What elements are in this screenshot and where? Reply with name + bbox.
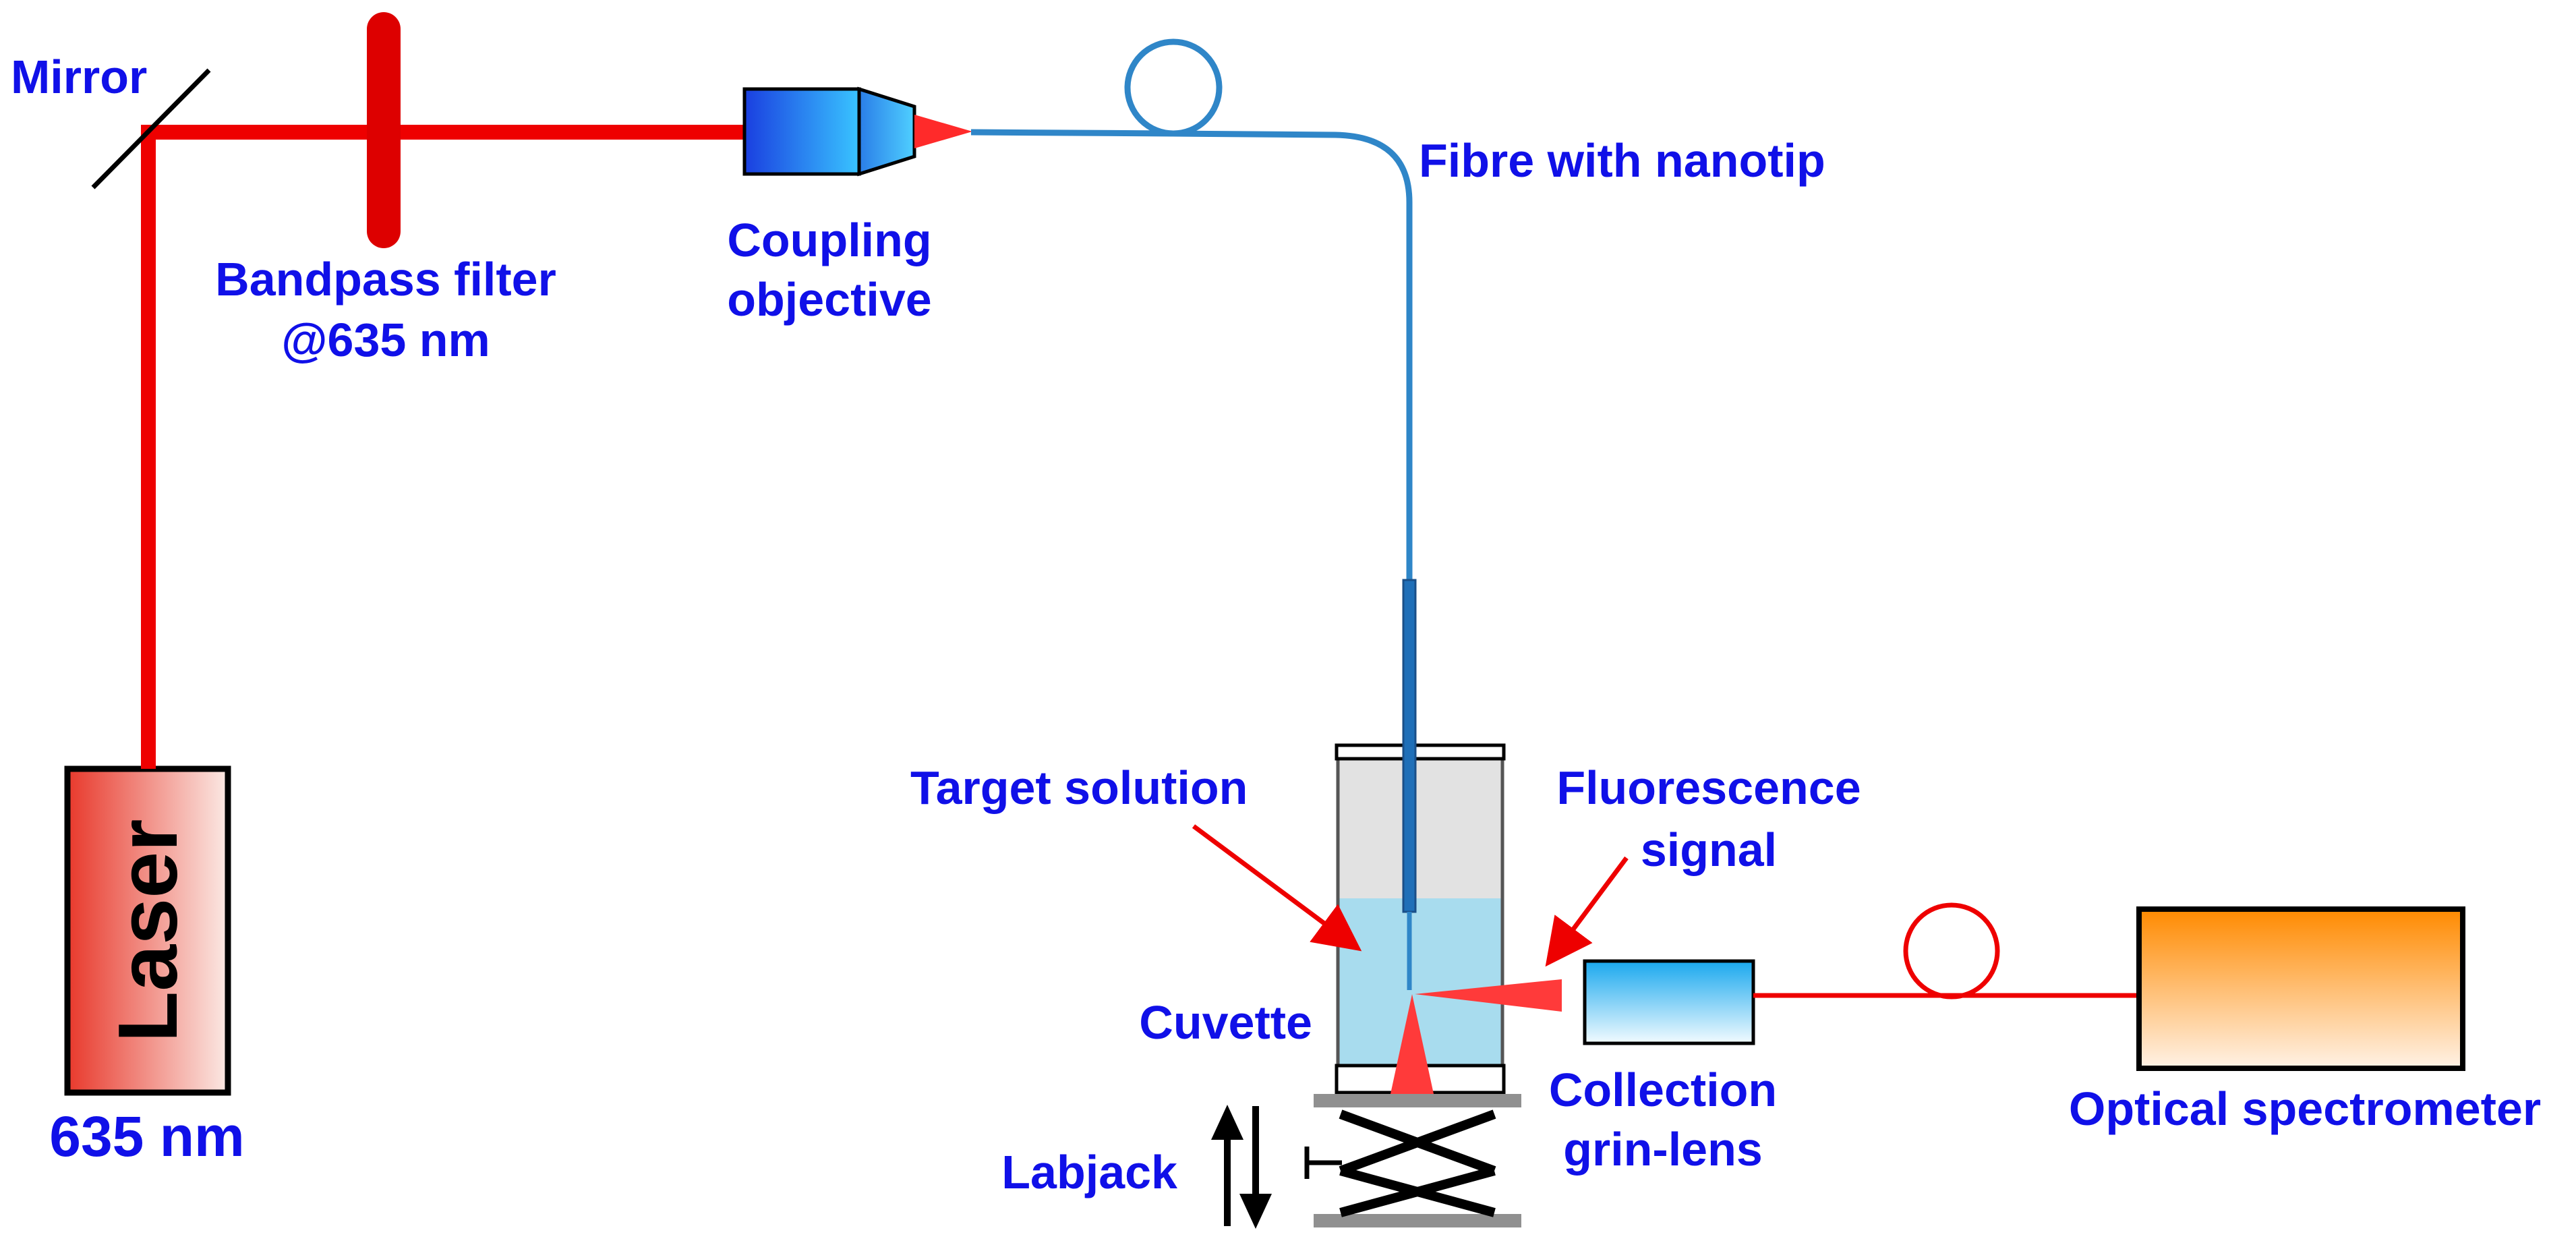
coupling-label-line1: Coupling (727, 214, 931, 266)
collection-grin-lens (1583, 959, 1755, 1045)
fluorescence-cone (1415, 979, 1562, 1012)
bandpass-label-line2: @635 nm (281, 314, 490, 366)
cuvette-label: Cuvette (1139, 996, 1312, 1049)
output-fibre (1753, 902, 2139, 1000)
laser-source: Laser (64, 765, 231, 1096)
target-solution-pointer (1192, 824, 1362, 952)
fibre-label: Fibre with nanotip (1419, 134, 1825, 187)
collection-label-line1: Collection (1549, 1064, 1777, 1116)
laser-label: Laser (102, 819, 195, 1043)
mirror-label: Mirror (11, 51, 147, 103)
bandpass-label-line1: Bandpass filter (215, 253, 556, 306)
optical-spectrometer (2136, 906, 2465, 1071)
target-solution-label: Target solution (910, 761, 1248, 814)
collection-label-line2: grin-lens (1563, 1123, 1763, 1176)
cuvette-cap (1335, 743, 1506, 761)
nanotip-probe (1402, 579, 1417, 990)
focused-beam (914, 115, 972, 148)
fluorescence-label-line2: signal (1641, 823, 1777, 876)
bandpass-filter (367, 12, 401, 248)
coupling-label-line2: objective (727, 273, 931, 326)
labjack-label: Labjack (1001, 1146, 1177, 1198)
wavelength-label: 635 nm (49, 1105, 245, 1168)
laser-beam (141, 125, 747, 769)
updown-arrows-icon (1211, 1105, 1272, 1229)
fibre-loop (1124, 38, 1223, 137)
output-fibre-loop (1903, 902, 2000, 1000)
fluorescence-label-line1: Fluorescence (1556, 761, 1861, 814)
spectrometer-label: Optical spectrometer (2069, 1082, 2541, 1135)
coupling-objective (742, 86, 972, 177)
mirror (91, 68, 211, 190)
excitation-cone (1391, 994, 1434, 1094)
fibre (970, 38, 1413, 583)
labjack (1304, 1094, 1521, 1227)
fluorescence-pointer (1545, 856, 1629, 967)
